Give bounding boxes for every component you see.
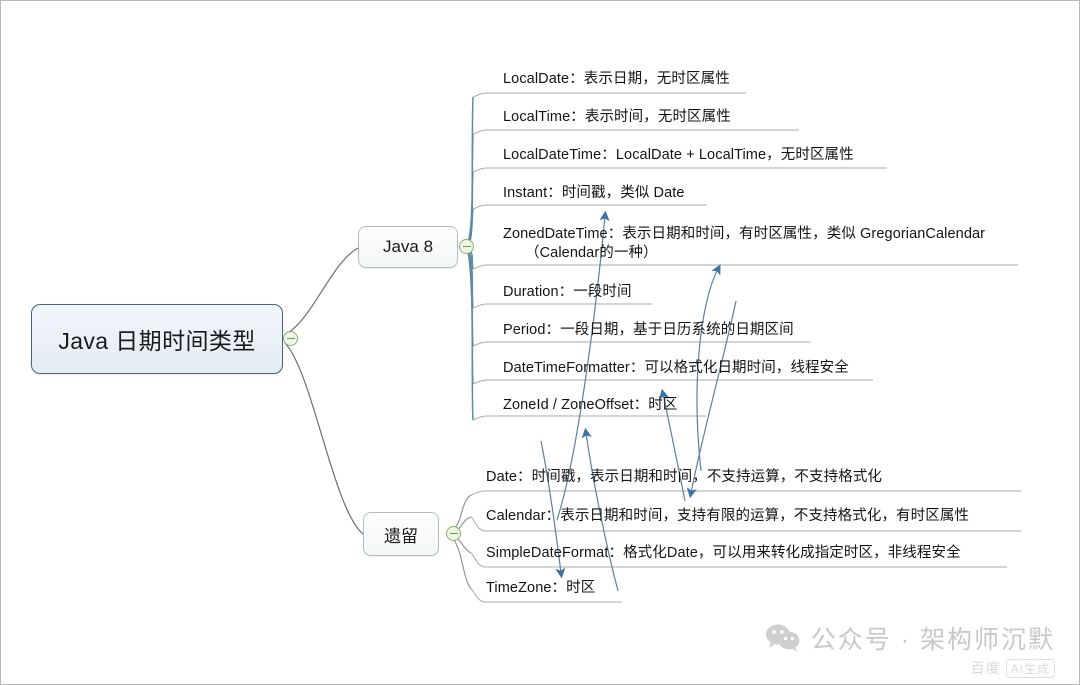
leaf-datetimeformatter-text: DateTimeFormatter：可以格式化日期时间，线程安全 (503, 360, 849, 376)
leaf-calendar-text: Calendar：表示日期和时间，支持有限的运算，不支持格式化，有时区属性 (486, 508, 970, 524)
leaf-instant-text: Instant：时间戳，类似 Date (503, 185, 685, 201)
leaf-date[interactable]: Date：时间戳，表示日期和时间，不支持运算，不支持格式化 (486, 468, 882, 487)
leaf-localdate-text: LocalDate：表示日期，无时区属性 (503, 71, 730, 87)
leaf-timezone[interactable]: TimeZone：时区 (486, 579, 595, 598)
leaf-zoneddatetime[interactable]: ZonedDateTime：表示日期和时间，有时区属性，类似 Gregorian… (503, 225, 985, 263)
watermark-text: 公众号 · 架构师沉默 (810, 626, 1055, 654)
leaf-period[interactable]: Period：一段日期，基于日历系统的日期区间 (503, 321, 794, 340)
leaf-instant[interactable]: Instant：时间戳，类似 Date (503, 184, 685, 203)
leaf-period-text: Period：一段日期，基于日历系统的日期区间 (503, 322, 794, 338)
leaf-zoneddatetime-subtext: （Calendar的一种） (525, 245, 658, 261)
leaf-localdatetime-text: LocalDateTime：LocalDate + LocalTime，无时区属… (503, 147, 854, 163)
ai-badge-source: 百度 (970, 660, 1001, 676)
root-node[interactable]: Java 日期时间类型 (31, 304, 283, 374)
leaf-zoneid-text: ZoneId / ZoneOffset：时区 (503, 397, 678, 413)
branch-node-java8[interactable]: Java 8 (358, 226, 458, 268)
ai-badge-label: AI生成 (1005, 658, 1055, 678)
branch-node-java8-label: Java 8 (382, 237, 434, 256)
leaf-calendar[interactable]: Calendar：表示日期和时间，支持有限的运算，不支持格式化，有时区属性 (486, 507, 969, 526)
leaf-date-text: Date：时间戳，表示日期和时间，不支持运算，不支持格式化 (486, 469, 883, 485)
leaf-timezone-text: TimeZone：时区 (486, 580, 596, 596)
leaf-duration[interactable]: Duration：一段时间 (503, 283, 632, 302)
leaf-localdate[interactable]: LocalDate：表示日期，无时区属性 (503, 70, 730, 89)
leaf-localdatetime[interactable]: LocalDateTime：LocalDate + LocalTime，无时区属… (503, 146, 854, 165)
root-node-label: Java 日期时间类型 (58, 328, 256, 354)
root-collapse-toggle[interactable] (283, 331, 298, 346)
leaf-simpledateformat-text: SimpleDateFormat：格式化Date，可以用来转化成指定时区，非线程… (486, 545, 961, 561)
leaf-simpledateformat[interactable]: SimpleDateFormat：格式化Date，可以用来转化成指定时区，非线程… (486, 544, 961, 563)
branch-node-legacy[interactable]: 遗留 (363, 512, 439, 556)
leaf-duration-text: Duration：一段时间 (503, 284, 632, 300)
legacy-collapse-toggle[interactable] (446, 526, 461, 541)
leaf-localtime[interactable]: LocalTime：表示时间，无时区属性 (503, 108, 731, 127)
ai-generated-badge: 百度 AI生成 (971, 658, 1055, 678)
branch-node-legacy-label: 遗留 (384, 526, 418, 546)
leaf-zoneddatetime-text: ZonedDateTime：表示日期和时间，有时区属性，类似 Gregorian… (503, 226, 986, 242)
leaf-datetimeformatter[interactable]: DateTimeFormatter：可以格式化日期时间，线程安全 (503, 359, 849, 378)
watermark: 公众号 · 架构师沉默 (765, 620, 1055, 656)
wechat-icon (765, 624, 800, 652)
java8-collapse-toggle[interactable] (459, 239, 474, 254)
leaf-localtime-text: LocalTime：表示时间，无时区属性 (503, 109, 731, 125)
leaf-zoneid[interactable]: ZoneId / ZoneOffset：时区 (503, 396, 677, 415)
